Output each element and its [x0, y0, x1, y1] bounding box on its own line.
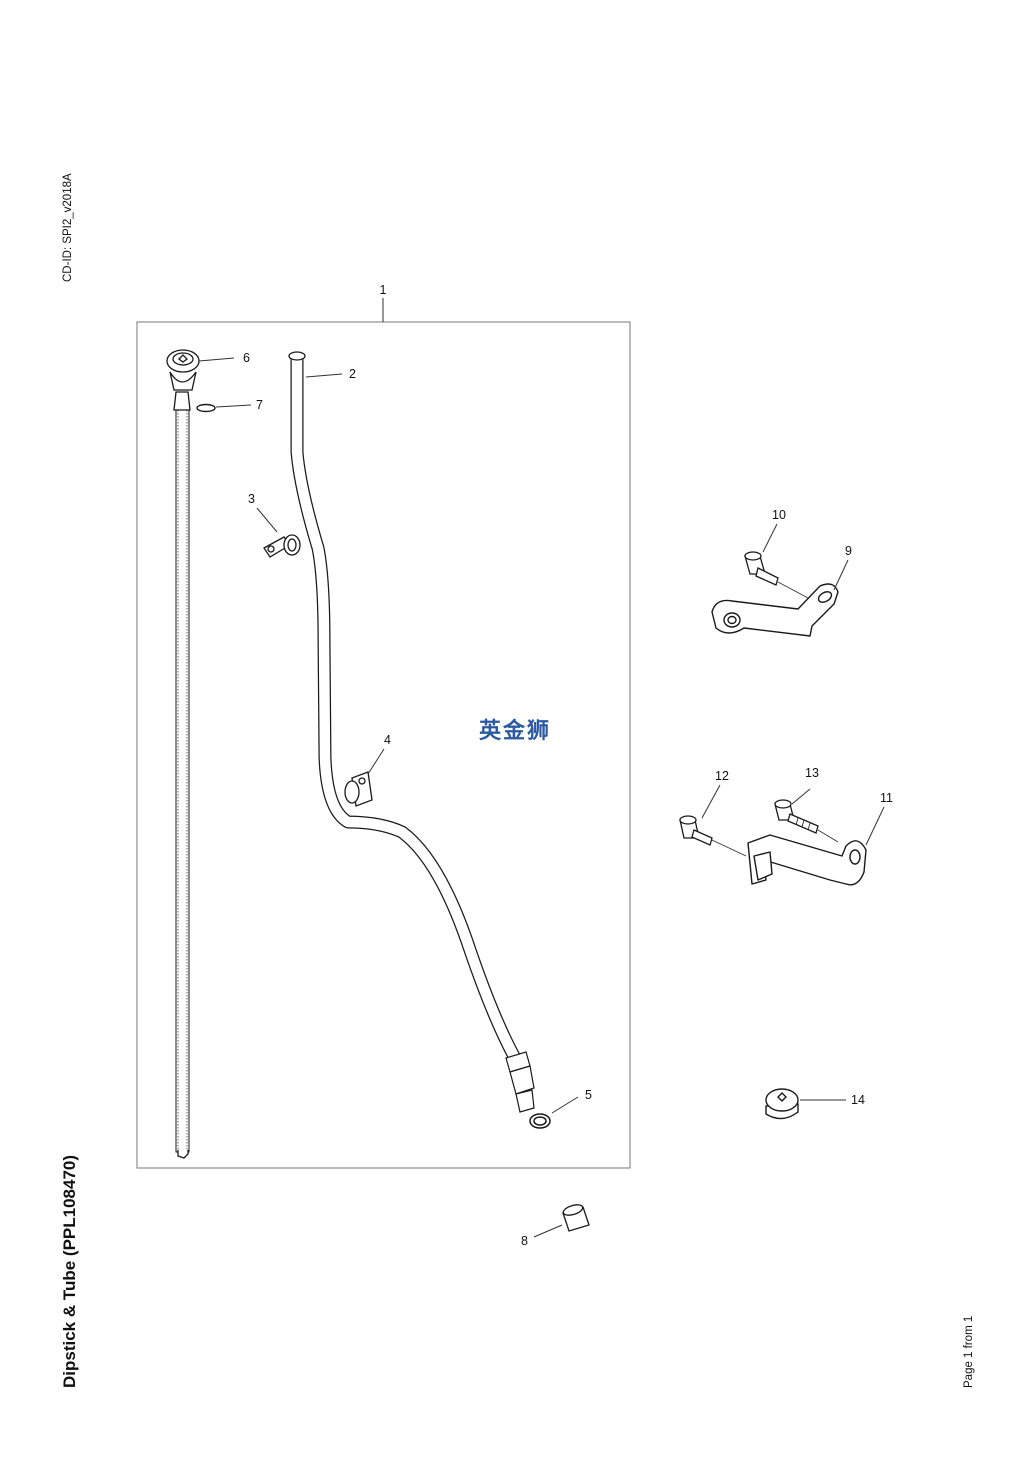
leader-11: [865, 806, 885, 846]
leader-8: [533, 1224, 563, 1238]
clip-part[interactable]: [263, 534, 301, 558]
bolt-part[interactable]: [679, 815, 713, 846]
callout-4: 4: [384, 733, 391, 747]
bolt-axis-12: [711, 839, 747, 857]
leader-6: [198, 357, 235, 362]
callout-5: 5: [585, 1088, 592, 1102]
leader-10: [762, 523, 778, 553]
leader-5: [551, 1096, 579, 1114]
callout-7: 7: [256, 398, 263, 412]
leader-12: [701, 784, 721, 819]
callout-6: 6: [243, 351, 250, 365]
bolt-axis-10: [777, 581, 809, 599]
leader-2: [305, 373, 343, 378]
seal-ring-part[interactable]: [529, 1113, 551, 1129]
callout-14: 14: [851, 1093, 865, 1107]
leader-7: [215, 404, 252, 408]
leader-3: [256, 507, 278, 533]
bracket-part[interactable]: [747, 834, 867, 886]
leader-13: [791, 788, 811, 805]
sleeve-part[interactable]: [562, 1203, 590, 1232]
callout-12: 12: [715, 769, 729, 783]
long-bolt-part[interactable]: [774, 799, 819, 834]
callout-2: 2: [349, 367, 356, 381]
callout-9: 9: [845, 544, 852, 558]
dipstick-part[interactable]: [166, 349, 200, 1159]
dipstick-tube-part[interactable]: [288, 351, 535, 1113]
watermark: 英金狮: [479, 718, 551, 744]
callout-11: 11: [880, 791, 893, 805]
callout-3: 3: [248, 492, 255, 506]
bracket-part[interactable]: [711, 583, 839, 637]
tube-clip-part[interactable]: [344, 771, 373, 807]
callout-13: 13: [805, 766, 819, 780]
bolt-axis-13: [817, 829, 839, 843]
callout-1: 1: [380, 283, 387, 297]
leader-4: [367, 748, 385, 775]
callout-10: 10: [772, 508, 786, 522]
o-ring-part[interactable]: [196, 403, 216, 413]
plug-part[interactable]: [765, 1088, 799, 1120]
callout-8: 8: [521, 1234, 528, 1248]
leader-9: [833, 559, 849, 591]
bolt-part[interactable]: [744, 551, 779, 586]
